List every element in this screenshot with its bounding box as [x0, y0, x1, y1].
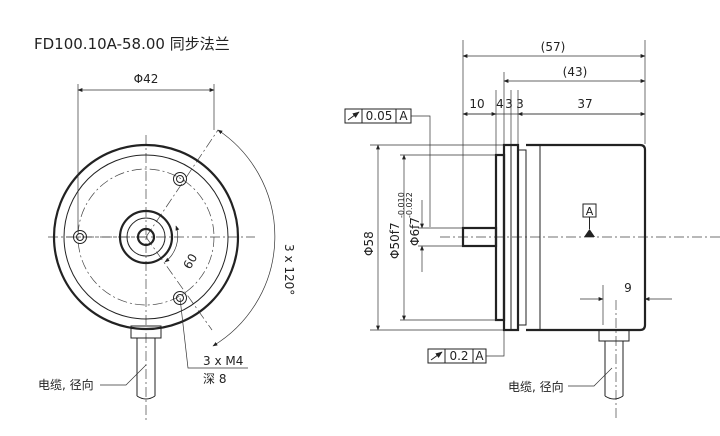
side-cable — [598, 329, 630, 400]
dim-gap-a: 3 — [505, 97, 513, 111]
front-view: Φ42 60 3 x 120° 3 x M4 深 8 电缆, 径向 — [38, 72, 296, 420]
dim-body-diameter: Φ58 — [362, 231, 376, 256]
svg-text:A: A — [475, 349, 484, 363]
front-cable-label: 电缆, 径向 — [38, 377, 94, 392]
dim-front-diameter: Φ42 — [134, 72, 159, 86]
thread-depth: 深 8 — [203, 372, 226, 386]
mounting-hole-top — [173, 172, 187, 186]
mounting-hole-left — [73, 230, 87, 244]
dim-cable-offset: 9 — [624, 281, 632, 295]
thread-label: 3 x M4 — [203, 354, 243, 368]
outer-ring — [52, 143, 240, 331]
dim-flange-length: 4 — [496, 97, 504, 111]
svg-text:A: A — [399, 109, 408, 123]
dim-holes-pattern: 3 x 120° — [282, 244, 296, 295]
dim-body-length: (43) — [563, 65, 588, 79]
side-view: A (57) (43) 10 4 3 3 37 0.05 A — [344, 40, 720, 420]
svg-text:0.2: 0.2 — [449, 349, 468, 363]
mounting-hole-bottom — [173, 291, 187, 305]
side-cable-label: 电缆, 径向 — [508, 379, 564, 394]
tolerance-frame-top: 0.05 A — [344, 108, 431, 227]
dim-shaft-length: 10 — [469, 97, 484, 111]
shaft-tol-lower: -0.022 — [405, 192, 414, 218]
spigot — [494, 153, 506, 322]
dim-housing-length: 37 — [577, 97, 592, 111]
dim-shaft-diameter: Φ6f7 — [408, 217, 422, 246]
housing — [526, 143, 647, 332]
tolerance-frame-bottom: 0.2 A — [427, 331, 505, 364]
shaft-tol-upper: -0.010 — [397, 192, 406, 218]
dim-total-length: (57) — [541, 40, 566, 54]
dim-front-angle: 60 — [180, 251, 200, 271]
dim-gap-b: 3 — [516, 97, 524, 111]
drawing-title: FD100.10A-58.00 同步法兰 — [34, 35, 230, 53]
datum-label: A — [586, 205, 594, 218]
svg-text:0.05: 0.05 — [366, 109, 393, 123]
flange-ring — [63, 154, 229, 320]
dim-spigot-diameter: Φ50f7 — [388, 222, 402, 259]
shaft-circle — [136, 227, 156, 247]
front-cable — [130, 325, 162, 400]
